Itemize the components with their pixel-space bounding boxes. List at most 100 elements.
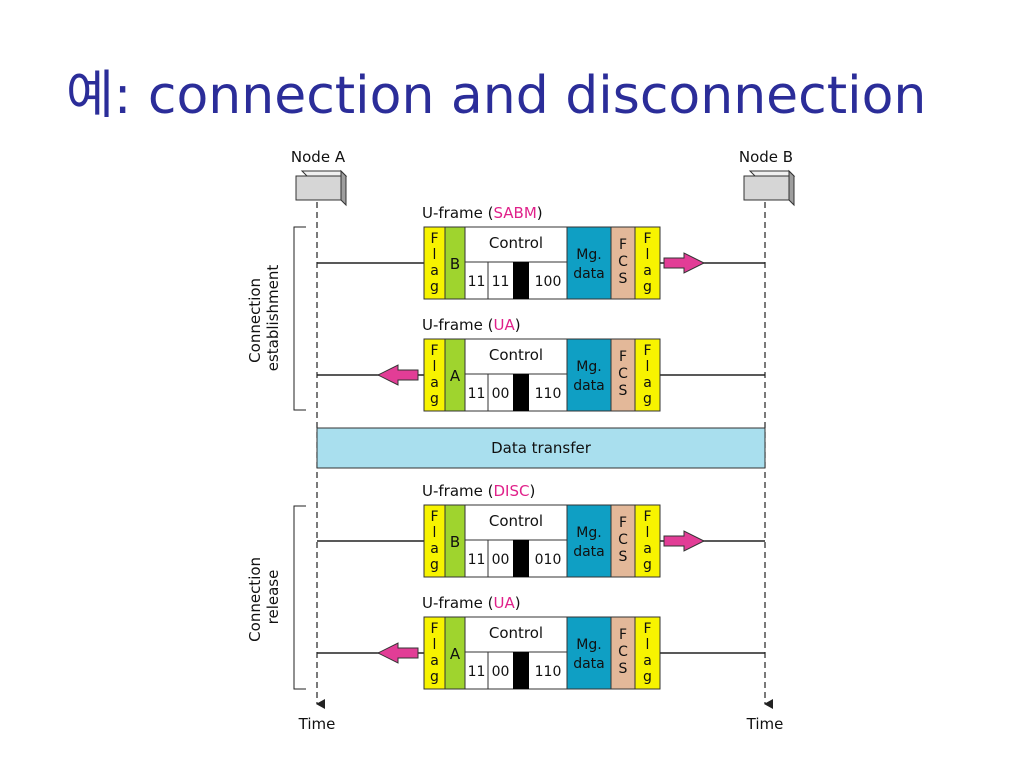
control-bits-2: 11	[492, 274, 510, 290]
fcs-field	[610, 504, 636, 578]
flag-field-right	[634, 338, 661, 412]
mgmt-data-field	[566, 338, 612, 412]
mgmt-label-2: data	[573, 266, 605, 282]
control-bits-2: 00	[492, 664, 510, 680]
fcs-field	[610, 226, 636, 300]
flag-letter: l	[433, 525, 437, 541]
release-label-line2: release	[264, 570, 282, 625]
control-bits-2: 00	[492, 386, 510, 402]
establishment-label-line1: Connection	[246, 278, 264, 363]
direction-arrow	[376, 642, 419, 664]
flag-letter: l	[433, 247, 437, 263]
frame-prefix: U-frame (	[422, 316, 494, 334]
control-label: Control	[489, 512, 543, 530]
control-label: Control	[489, 346, 543, 364]
flag-letter: a	[430, 541, 439, 557]
control-bits-2: 00	[492, 552, 510, 568]
address-value: B	[450, 533, 460, 551]
control-pf-bit	[513, 652, 529, 689]
node-b-box	[743, 169, 796, 207]
frame-caption-close: )	[537, 204, 543, 222]
mgmt-label-1: Mg.	[576, 247, 601, 263]
fcs-letter: C	[618, 254, 628, 270]
control-bits-3: 110	[535, 664, 562, 680]
frame-prefix: U-frame (	[422, 594, 494, 612]
flag-letter: l	[646, 637, 650, 653]
frame-type: SABM	[494, 204, 537, 222]
frame-caption-close: )	[515, 594, 521, 612]
flag-letter: l	[433, 359, 437, 375]
flag-letter: a	[643, 263, 652, 279]
establishment-label-line2: establishment	[264, 265, 282, 372]
control-pf-bit	[513, 262, 529, 299]
release-label-line1: Connection	[246, 557, 264, 642]
frame-caption: U-frame (UA)	[422, 316, 521, 334]
flag-letter: l	[646, 525, 650, 541]
frame-type: DISC	[494, 482, 530, 500]
mgmt-data-field	[566, 504, 612, 578]
flag-letter: a	[643, 541, 652, 557]
frame-prefix: U-frame (	[422, 204, 494, 222]
control-bits-3: 110	[535, 386, 562, 402]
flag-letter: g	[430, 391, 439, 407]
control-bits-1: 11	[468, 664, 486, 680]
mgmt-label-2: data	[573, 378, 605, 394]
fcs-letter: F	[619, 349, 627, 365]
fcs-letter: S	[619, 661, 628, 677]
flag-letter: g	[430, 557, 439, 573]
fcs-letter: C	[618, 644, 628, 660]
flag-letter: l	[646, 359, 650, 375]
fcs-letter: C	[618, 532, 628, 548]
control-bits-1: 11	[468, 552, 486, 568]
control-bits-3: 010	[535, 552, 562, 568]
flag-letter: g	[643, 279, 652, 295]
fcs-letter: F	[619, 515, 627, 531]
fcs-letter: F	[619, 627, 627, 643]
flag-letter: F	[643, 509, 651, 525]
fcs-letter: C	[618, 366, 628, 382]
address-value: B	[450, 255, 460, 273]
flag-letter: F	[430, 231, 438, 247]
frame-prefix: U-frame (	[422, 482, 494, 500]
node-a-box	[295, 169, 348, 207]
control-pf-bit	[513, 374, 529, 411]
control-pf-bit	[513, 540, 529, 577]
fcs-field	[610, 338, 636, 412]
frame-caption: U-frame (DISC)	[422, 482, 535, 500]
flag-letter: F	[643, 231, 651, 247]
node-a-label: Node A	[291, 148, 346, 166]
time-label-a: Time	[298, 715, 336, 733]
flag-letter: F	[430, 509, 438, 525]
address-value: A	[450, 645, 461, 663]
flag-field-right	[634, 504, 661, 578]
flag-field-right	[634, 616, 661, 690]
mgmt-label-1: Mg.	[576, 637, 601, 653]
mgmt-data-field	[566, 616, 612, 690]
address-value: A	[450, 367, 461, 385]
slide-title: 예: connection and disconnection	[66, 66, 927, 126]
flag-letter: F	[430, 621, 438, 637]
release-bracket	[293, 505, 306, 690]
flag-letter: F	[430, 343, 438, 359]
data-transfer-label: Data transfer	[491, 439, 592, 457]
direction-arrow	[663, 530, 706, 552]
control-bits-1: 11	[468, 274, 486, 290]
direction-arrow	[663, 252, 706, 274]
mgmt-label-1: Mg.	[576, 525, 601, 541]
control-bits-3: 100	[535, 274, 562, 290]
flag-letter: a	[430, 653, 439, 669]
flag-letter: l	[646, 247, 650, 263]
data-transfer-band	[316, 427, 766, 469]
control-label: Control	[489, 234, 543, 252]
mgmt-data-field	[566, 226, 612, 300]
control-label: Control	[489, 624, 543, 642]
flag-letter: a	[643, 375, 652, 391]
frame-type: UA	[494, 316, 516, 334]
fcs-letter: F	[619, 237, 627, 253]
flag-letter: g	[430, 669, 439, 685]
